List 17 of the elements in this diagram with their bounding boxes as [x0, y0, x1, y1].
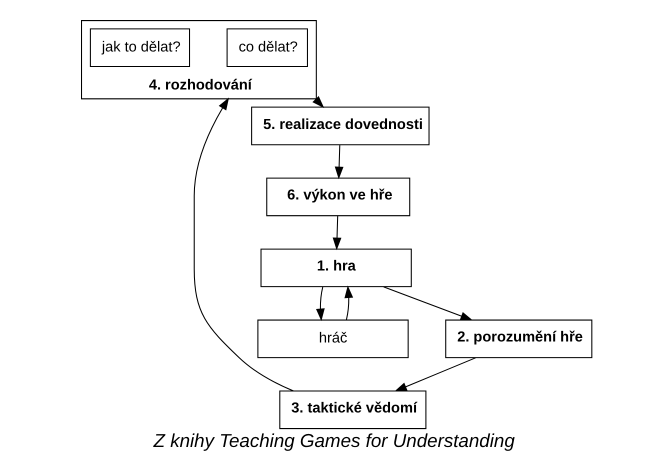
- arrow: [193, 97, 294, 392]
- node-box: 6. výkon ve hře: [266, 178, 410, 216]
- node-box: hráč: [256, 320, 408, 358]
- arrow: [394, 357, 476, 392]
- arrow: [382, 286, 472, 321]
- node-box: 1. hra: [260, 248, 412, 288]
- arrow: [316, 286, 324, 322]
- arrow: [332, 216, 341, 250]
- node-box: co dělat?: [226, 28, 308, 67]
- node-box: 2. porozumění hře: [444, 320, 592, 358]
- node-box: 5. realizace dovednosti: [250, 106, 430, 146]
- arrow: [312, 96, 324, 108]
- node-box: jak to dělat?: [89, 28, 190, 67]
- caption: Z knihy Teaching Games for Understanding: [153, 430, 514, 451]
- arrow: [344, 285, 353, 320]
- arrow: [334, 145, 344, 180]
- node-box: 3. taktické vědomí: [278, 390, 426, 430]
